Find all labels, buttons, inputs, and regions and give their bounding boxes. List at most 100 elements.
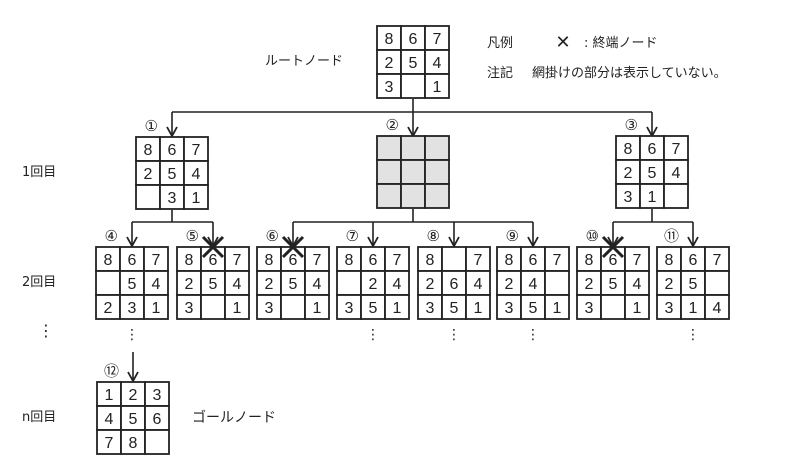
puzzle-cell bbox=[400, 73, 426, 99]
puzzle-cell bbox=[600, 294, 626, 320]
puzzle-cell bbox=[183, 160, 209, 186]
legend-text: : 終端ノード bbox=[584, 36, 658, 51]
cell-value: 4 bbox=[672, 165, 681, 182]
cell-value: 7 bbox=[672, 141, 681, 158]
puzzle-cell bbox=[441, 246, 467, 272]
puzzle-cell bbox=[615, 183, 641, 209]
cell-value: 6 bbox=[689, 252, 698, 269]
cell-value: 4 bbox=[152, 276, 161, 293]
puzzle-cell bbox=[663, 135, 689, 161]
cell-value: 4 bbox=[192, 166, 201, 183]
cell-value: 5 bbox=[609, 276, 618, 293]
goal-arrow-head bbox=[127, 371, 139, 383]
edge-arrow-head bbox=[687, 236, 699, 248]
puzzle-cell bbox=[95, 270, 121, 296]
puzzle-cell bbox=[384, 270, 410, 296]
puzzle-cell bbox=[384, 246, 410, 272]
cell-value: 4 bbox=[433, 55, 442, 72]
cell-value: 5 bbox=[529, 300, 538, 317]
cell-value: 2 bbox=[265, 276, 274, 293]
puzzle-cell bbox=[424, 25, 450, 51]
node-number-marker: ⑤ bbox=[186, 227, 199, 245]
cell-value: 2 bbox=[104, 300, 113, 317]
puzzle-cell bbox=[95, 294, 121, 320]
cell-value: 3 bbox=[345, 300, 354, 317]
cell-value: 6 bbox=[289, 252, 298, 269]
cell-value: 4 bbox=[633, 276, 642, 293]
puzzle-cell bbox=[656, 294, 682, 320]
puzzle-cell bbox=[119, 246, 145, 272]
cell-value: 5 bbox=[450, 300, 459, 317]
cell-value: 7 bbox=[105, 435, 114, 452]
level-1-label: 1回目 bbox=[22, 165, 57, 180]
cell-value: 7 bbox=[393, 252, 402, 269]
cell-value: 2 bbox=[369, 276, 378, 293]
cell-value: 6 bbox=[609, 252, 618, 269]
note-text: 網掛けの部分は表示していない。 bbox=[532, 66, 727, 81]
puzzle-cell bbox=[159, 160, 185, 186]
continuation-dots: ⋮ bbox=[447, 327, 461, 343]
puzzle-cell bbox=[417, 294, 443, 320]
puzzle-cell bbox=[424, 135, 450, 161]
cell-value: 1 bbox=[152, 300, 161, 317]
puzzle-cell bbox=[656, 270, 682, 296]
terminal-cross-icon: ✕ bbox=[555, 32, 571, 53]
puzzle-cell bbox=[680, 294, 706, 320]
node-number-marker: ⑩ bbox=[586, 227, 599, 245]
node-number-marker: ③ bbox=[625, 116, 638, 134]
puzzle-cell bbox=[424, 159, 450, 185]
cell-value: 2 bbox=[185, 276, 194, 293]
cell-value: 1 bbox=[393, 300, 402, 317]
cell-value: 8 bbox=[426, 252, 435, 269]
root-node-label: ルートノード bbox=[265, 54, 344, 69]
puzzle-cell bbox=[400, 135, 426, 161]
puzzle-cell bbox=[400, 159, 426, 185]
cell-value: 8 bbox=[385, 31, 394, 48]
puzzle-cell bbox=[544, 246, 570, 272]
puzzle-cell bbox=[183, 136, 209, 162]
cell-value: 3 bbox=[168, 190, 177, 207]
goal-node-label: ゴールノード bbox=[192, 410, 276, 426]
terminal-cross-icon bbox=[281, 235, 305, 259]
cell-value: 8 bbox=[505, 252, 514, 269]
level-ellipsis: ⋮ bbox=[38, 321, 54, 340]
cell-value: 6 bbox=[153, 411, 162, 428]
cell-value: 4 bbox=[313, 276, 322, 293]
cell-value: 7 bbox=[313, 252, 322, 269]
cell-value: 7 bbox=[633, 252, 642, 269]
cell-value: 1 bbox=[648, 189, 657, 206]
puzzle-cell bbox=[336, 270, 362, 296]
cell-value: 5 bbox=[168, 166, 177, 183]
puzzle-cell bbox=[120, 429, 146, 455]
cell-value: 3 bbox=[665, 300, 674, 317]
cell-value: 8 bbox=[129, 435, 138, 452]
cell-value: 5 bbox=[689, 276, 698, 293]
puzzle-cell bbox=[663, 159, 689, 185]
puzzle-cell bbox=[704, 246, 730, 272]
cell-value: 3 bbox=[585, 300, 594, 317]
puzzle-cell bbox=[465, 246, 491, 272]
edge-arrow-head bbox=[448, 236, 460, 248]
edge-arrow-head bbox=[126, 236, 138, 248]
cell-value: 1 bbox=[233, 300, 242, 317]
cell-value: 2 bbox=[129, 387, 138, 404]
cell-value: 2 bbox=[665, 276, 674, 293]
cell-value: 6 bbox=[209, 252, 218, 269]
edge-arrow-head bbox=[166, 126, 178, 138]
cell-value: 4 bbox=[474, 276, 483, 293]
puzzle-cell bbox=[119, 294, 145, 320]
cell-value: 2 bbox=[385, 55, 394, 72]
terminal-cross-icon bbox=[601, 235, 625, 259]
cell-value: 7 bbox=[233, 252, 242, 269]
cell-value: 3 bbox=[128, 300, 137, 317]
cell-value: 7 bbox=[192, 142, 201, 159]
cell-value: 2 bbox=[624, 165, 633, 182]
cell-value: 6 bbox=[369, 252, 378, 269]
continuation-dots: ⋮ bbox=[686, 327, 700, 343]
node-number-marker: ⑪ bbox=[664, 227, 679, 245]
